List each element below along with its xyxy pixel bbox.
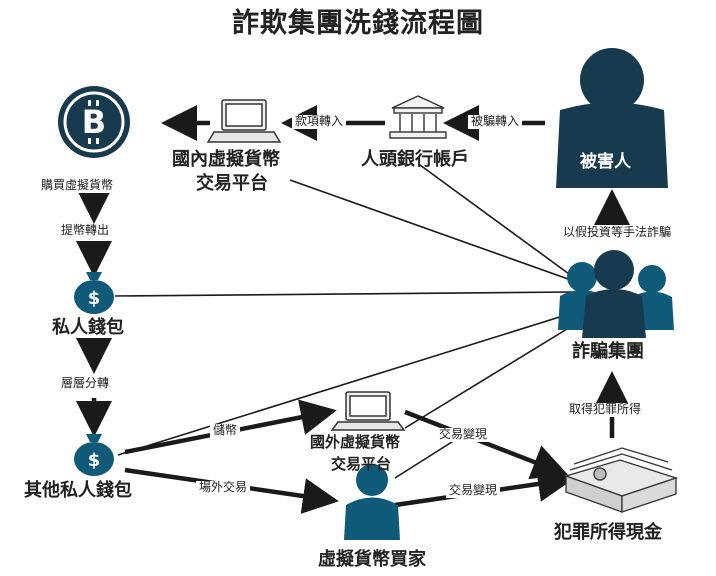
money-bag-icon-2: $: [74, 434, 114, 476]
domestic-platform-label-1: 國內虛擬貨幣: [172, 149, 280, 170]
edge-obtain-proceeds-label: 取得犯罪所得: [566, 402, 645, 417]
victim-label: 被害人: [580, 152, 631, 172]
edge-buy-crypto-label: 購買虛擬貨幣: [38, 178, 117, 193]
edge-layering-label: 層層分轉: [58, 376, 113, 391]
svg-text:$: $: [88, 450, 101, 471]
edge-cashout-buyer-label: 交易變現: [446, 483, 501, 498]
arrow-foreign-cash: [404, 409, 569, 480]
fraud-group-label: 詐騙集團: [572, 341, 644, 362]
edge-otc-label: 場外交易: [196, 480, 251, 495]
criminal-cash-label: 犯罪所得現金: [554, 522, 662, 543]
bitcoin-icon: B: [58, 86, 130, 158]
line-wallet-to-group: [114, 291, 573, 297]
edge-scam-label: 以假投資等手法詐騙: [560, 225, 675, 240]
domestic-platform-label-2: 交易平台: [196, 173, 268, 194]
edge-defrauded-transfer-label: 被騙轉入: [468, 114, 523, 129]
line-mule-to-group: [419, 164, 581, 283]
edge-deposit-label: 儲幣: [210, 423, 241, 438]
fraud-connectors: [114, 164, 586, 479]
bank-icon: [389, 95, 447, 139]
victim-figure: [556, 48, 668, 188]
line-foreign-to-group: [404, 317, 586, 429]
edge-withdraw-label: 提幣轉出: [58, 223, 113, 238]
diagram-title: 詐欺集團洗錢流程圖: [232, 8, 484, 39]
laptop-icon-2: [330, 391, 406, 431]
other-wallets-label: 其他私人錢包: [24, 480, 132, 501]
line-domestic-to-group: [289, 179, 586, 286]
fraud-group-figure: [558, 250, 674, 338]
line-otherwallet-to-group: [117, 309, 583, 456]
mule-account-label: 人頭銀行帳戶: [361, 149, 469, 170]
cash-stack-icon: [563, 447, 679, 513]
foreign-platform-label-1: 國外虛擬貨幣: [310, 433, 401, 451]
laptop-icon: [206, 99, 282, 143]
foreign-platform-label-2: 交易平台: [331, 455, 392, 473]
edge-fund-transfer-label: 款項轉入: [292, 114, 347, 129]
buyer-figure: [344, 464, 400, 540]
private-wallet-label: 私人錢包: [52, 317, 124, 338]
crypto-buyer-label: 虛擬貨幣買家: [318, 549, 426, 570]
money-bag-icon: $: [74, 272, 114, 314]
svg-text:B: B: [82, 103, 106, 141]
line-foreign-lower-to-group: [394, 439, 456, 479]
edge-cashout-platform-label: 交易變現: [436, 427, 491, 442]
svg-text:$: $: [88, 288, 101, 309]
